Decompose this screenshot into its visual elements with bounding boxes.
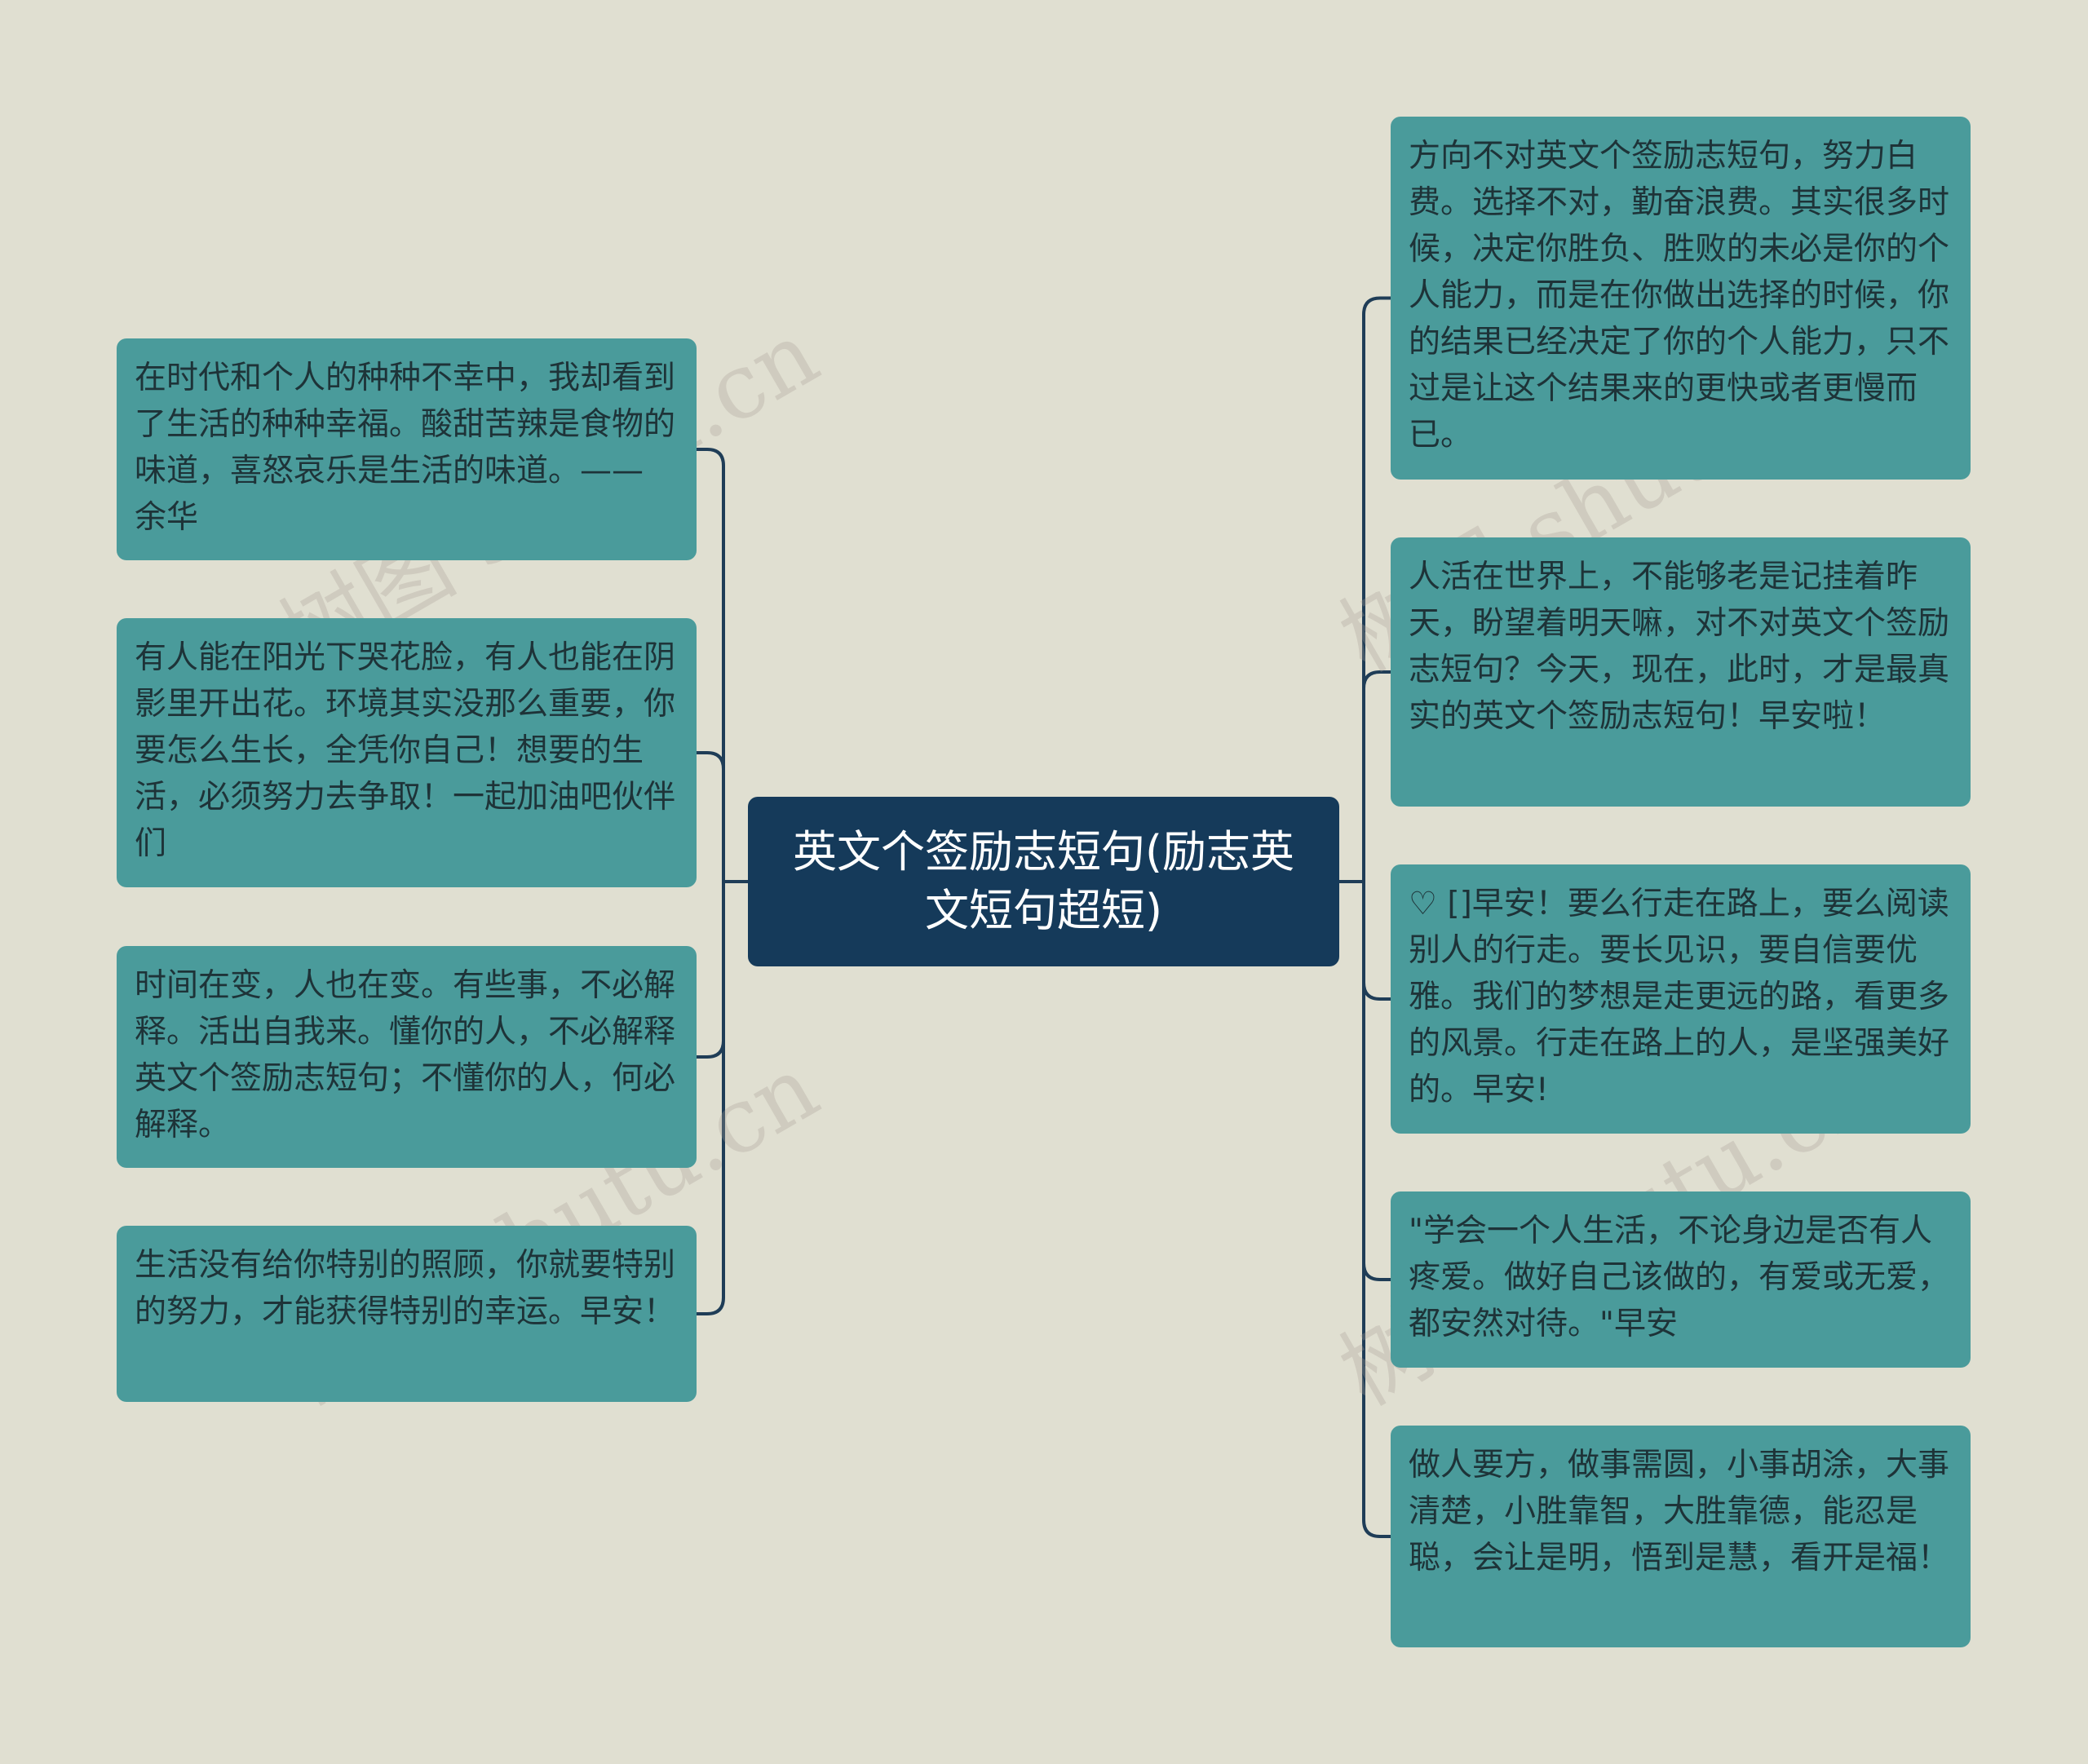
left-branch-line-2 xyxy=(697,751,725,882)
right-node-3-text: ♡ []早安！要么行走在路上，要么阅读别人的行走。要长见识，要自信要优雅。我们的… xyxy=(1409,886,1950,1108)
left-branch-line-4 xyxy=(697,882,725,1315)
left-node-3[interactable]: 时间在变，人也在变。有些事，不必解释。活出自我来。懂你的人，不必解释英文个签励志… xyxy=(117,946,697,1168)
central-topic[interactable]: 英文个签励志短句(励志英文短句超短) xyxy=(748,797,1339,966)
left-node-4[interactable]: 生活没有给你特别的照顾，你就要特别的努力，才能获得特别的幸运。早安！ xyxy=(117,1226,697,1402)
left-node-2[interactable]: 有人能在阳光下哭花脸，有人也能在阴影里开出花。环境其实没那么重要，你要怎么生长，… xyxy=(117,618,697,887)
left-node-4-text: 生活没有给你特别的照顾，你就要特别的努力，才能获得特别的幸运。早安！ xyxy=(135,1247,676,1330)
right-branch-line-5 xyxy=(1362,882,1391,1538)
central-topic-label: 英文个签励志短句(励志英文短句超短) xyxy=(792,826,1295,936)
right-node-2[interactable]: 人活在世界上，不能够老是记挂着昨天，盼望着明天嘛，对不对英文个签励志短句？今天，… xyxy=(1391,537,1971,807)
right-node-4-text: "学会一个人生活，不论身边是否有人疼爱。做好自己该做的，有爱或无爱，都安然对待。… xyxy=(1409,1213,1950,1342)
right-node-5[interactable]: 做人要方，做事需圆，小事胡涂，大事清楚，小胜靠智，大胜靠德，能忍是聪，会让是明，… xyxy=(1391,1426,1971,1647)
right-node-5-text: 做人要方，做事需圆，小事胡涂，大事清楚，小胜靠智，大胜靠德，能忍是聪，会让是明，… xyxy=(1409,1447,1950,1576)
left-branch-line-3 xyxy=(697,882,725,1059)
left-node-3-text: 时间在变，人也在变。有些事，不必解释。活出自我来。懂你的人，不必解释英文个签励志… xyxy=(135,967,676,1143)
right-branch-line-2 xyxy=(1362,670,1391,882)
right-branch-line-4 xyxy=(1362,882,1391,1281)
right-branch-line-1 xyxy=(1362,296,1391,882)
left-node-2-text: 有人能在阳光下哭花脸，有人也能在阴影里开出花。环境其实没那么重要，你要怎么生长，… xyxy=(135,639,676,862)
right-node-1-text: 方向不对英文个签励志短句，努力白费。选择不对，勤奋浪费。其实很多时候，决定你胜负… xyxy=(1409,138,1950,453)
left-node-1-text: 在时代和个人的种种不幸中，我却看到了生活的种种幸福。酸甜苦辣是食物的味道，喜怒哀… xyxy=(135,360,676,536)
right-node-4[interactable]: "学会一个人生活，不论身边是否有人疼爱。做好自己该做的，有爱或无爱，都安然对待。… xyxy=(1391,1191,1971,1368)
right-branch-line-3 xyxy=(1362,882,1391,1001)
left-branch-line-1 xyxy=(697,448,725,882)
right-node-3[interactable]: ♡ []早安！要么行走在路上，要么阅读别人的行走。要长见识，要自信要优雅。我们的… xyxy=(1391,864,1971,1134)
right-node-1[interactable]: 方向不对英文个签励志短句，努力白费。选择不对，勤奋浪费。其实很多时候，决定你胜负… xyxy=(1391,117,1971,480)
left-node-1[interactable]: 在时代和个人的种种不幸中，我却看到了生活的种种幸福。酸甜苦辣是食物的味道，喜怒哀… xyxy=(117,338,697,560)
right-node-2-text: 人活在世界上，不能够老是记挂着昨天，盼望着明天嘛，对不对英文个签励志短句？今天，… xyxy=(1409,559,1950,735)
